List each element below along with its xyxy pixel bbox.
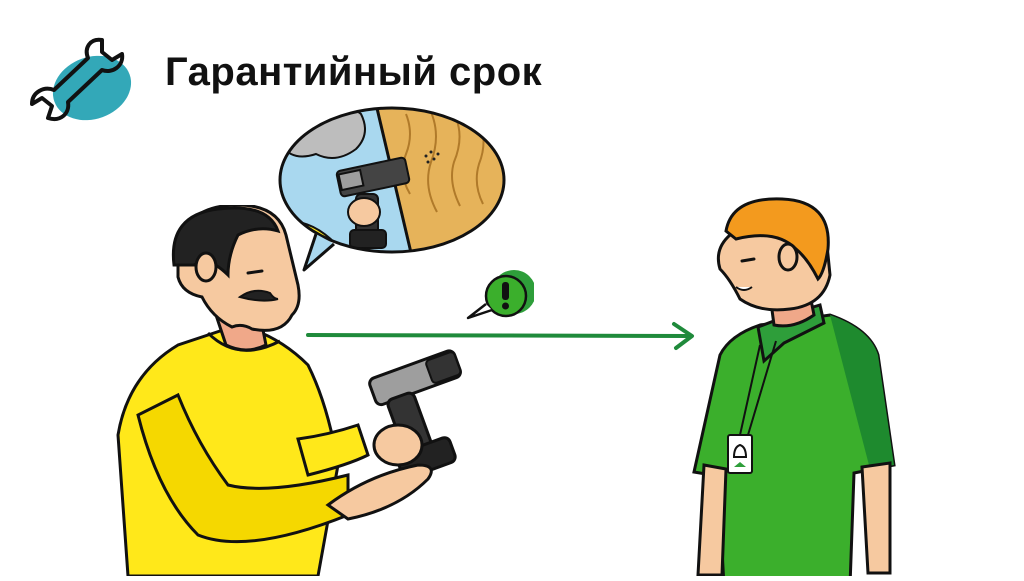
id-badge [727, 434, 753, 474]
page-title: Гарантийный срок [165, 50, 543, 94]
thought-bubble [276, 104, 508, 274]
wrench-icon [18, 28, 133, 133]
customer-illustration [108, 203, 468, 578]
arrow-right-icon [306, 320, 698, 352]
store-employee-illustration [690, 195, 900, 581]
exclamation-bubble [462, 266, 536, 324]
